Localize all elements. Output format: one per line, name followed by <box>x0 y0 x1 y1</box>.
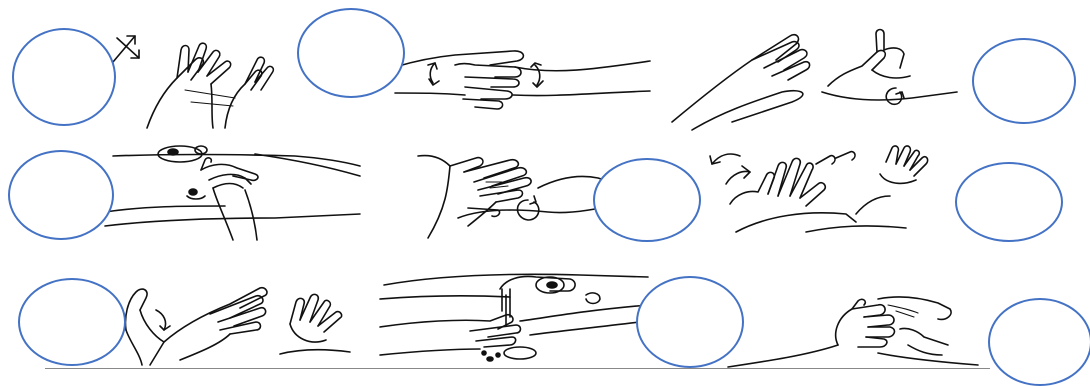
fingertips-in-palm-illustration <box>706 144 946 236</box>
answer-circle-5[interactable] <box>593 158 701 242</box>
answer-circle-1[interactable] <box>12 28 116 126</box>
palm-to-palm-rub-illustration <box>418 148 618 240</box>
wet-hands-at-basin-illustration <box>105 140 360 240</box>
interlaced-fingers-illustration <box>95 20 295 130</box>
answer-circle-3[interactable] <box>972 38 1076 124</box>
rub-back-of-fingers-illustration <box>395 35 650 125</box>
rinse-under-tap-illustration <box>380 265 648 365</box>
answer-circle-6[interactable] <box>955 162 1063 242</box>
answer-circle-2[interactable] <box>297 8 405 98</box>
answer-circle-9[interactable] <box>988 298 1090 386</box>
bottom-rule <box>45 368 990 369</box>
answer-circle-4[interactable] <box>8 150 114 240</box>
rotational-thumb-rub-illustration <box>672 22 957 130</box>
back-of-hand-rub-illustration <box>120 280 370 365</box>
answer-circle-7[interactable] <box>18 278 126 366</box>
dry-with-towel-illustration <box>728 295 978 370</box>
